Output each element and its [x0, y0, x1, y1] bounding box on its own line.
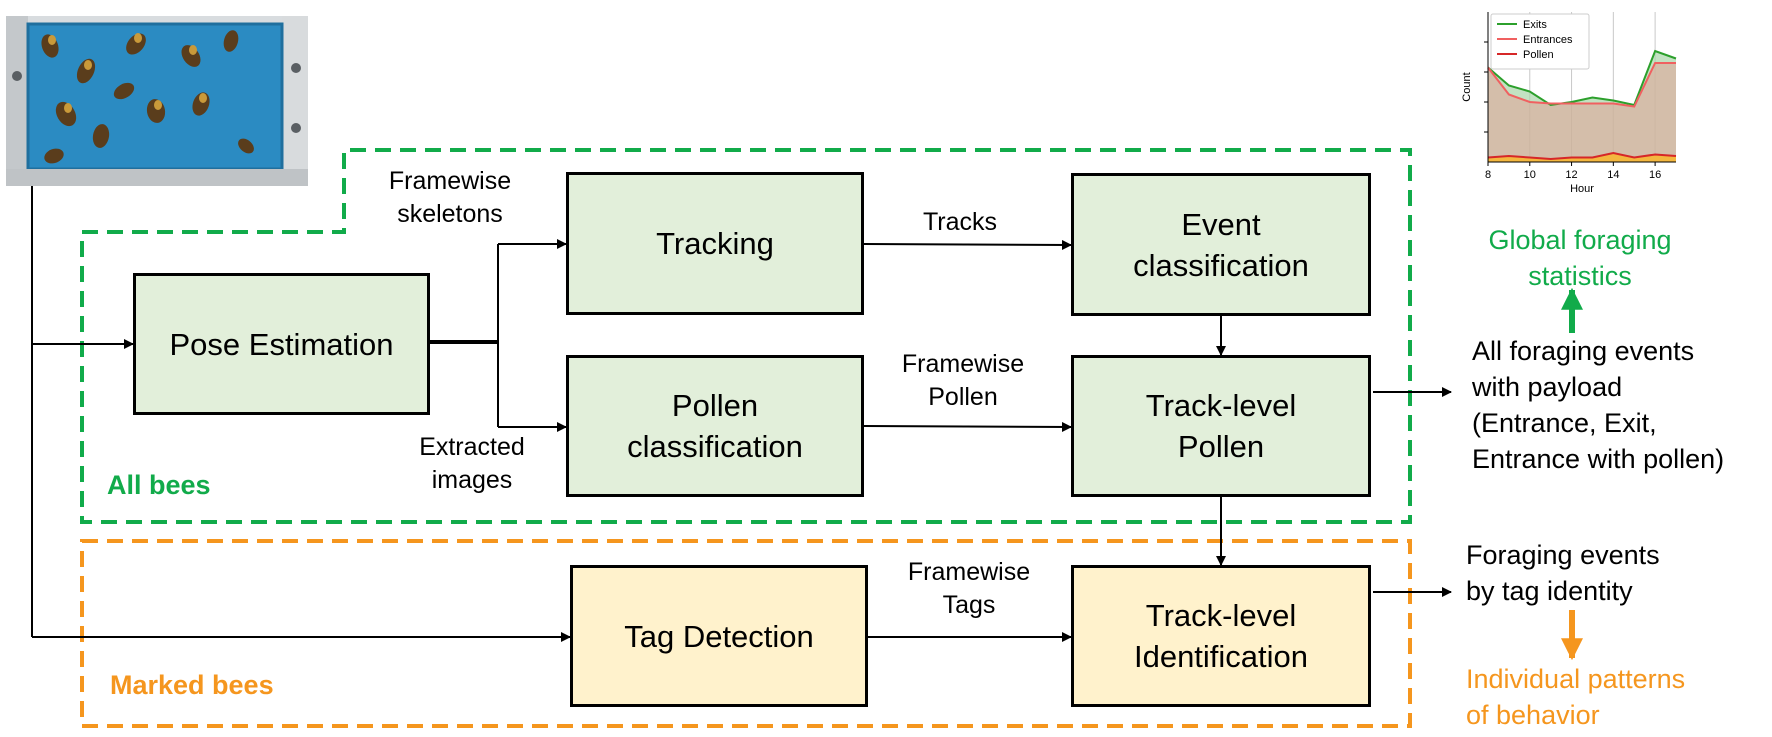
hive-entrance-photo — [6, 16, 308, 186]
marked-bees-group-outline — [80, 539, 1412, 728]
all-foraging-events-text: All foraging events with payload (Entran… — [1472, 336, 1725, 474]
chart-y-axis-label: Count — [1461, 72, 1473, 101]
chart-x-axis-label: Hour — [1570, 183, 1594, 195]
chart-line-entrances — [1487, 62, 1676, 108]
chart-legend-box — [1490, 13, 1590, 70]
tracks-label: Tracks — [922, 208, 998, 236]
track-level-identification-box: Track-level Identification — [1071, 565, 1371, 707]
chart-line-exits — [1487, 49, 1677, 107]
framewise-pollen-label: Framewise Pollen — [901, 350, 1025, 411]
all-bees-label: All bees — [107, 470, 211, 500]
event-classification-box: Event classification — [1071, 173, 1371, 316]
pollen-classification-box: Pollen classification — [566, 355, 864, 497]
marked-bees-label: Marked bees — [110, 670, 274, 700]
framewise-skeletons-label: Framewise skeletons — [388, 167, 512, 228]
chart-area-exits — [1488, 51, 1676, 107]
extracted-images-label: Extracted images — [419, 433, 525, 494]
chart-x-tick-label: 8 — [1485, 169, 1491, 181]
chart-x-tick-label: 16 — [1649, 169, 1661, 181]
chart-area-entrances — [1488, 63, 1676, 159]
track-level-pollen-box: Track-level Pollen — [1071, 355, 1371, 497]
tag-foraging-events-text: Foraging events by tag identity — [1466, 540, 1660, 606]
individual-patterns-text: Individual patterns of behavior — [1466, 664, 1686, 730]
framewise-tags-label: Framewise Tags — [907, 558, 1031, 619]
chart-x-tick-label: 10 — [1524, 169, 1536, 181]
chart-legend-label: Pollen — [1523, 49, 1554, 61]
chart-x-tick-label: 14 — [1607, 169, 1619, 181]
global-foraging-statistics-text: Global foraging statistics — [1488, 225, 1672, 291]
all-bees-group-outline — [80, 148, 1412, 524]
chart-legend-label: Exits — [1523, 19, 1547, 31]
chart-line-pollen — [1487, 151, 1677, 161]
arrow-pollen-to-track-pollen — [863, 421, 1072, 432]
arrow-tracking-to-event — [863, 239, 1072, 250]
tracking-box: Tracking — [566, 172, 864, 315]
chart-x-tick-label: 12 — [1565, 169, 1577, 181]
chart-legend-label: Entrances — [1523, 34, 1573, 46]
tag-detection-box: Tag Detection — [570, 565, 868, 707]
pose-estimation-box: Pose Estimation — [133, 273, 430, 415]
